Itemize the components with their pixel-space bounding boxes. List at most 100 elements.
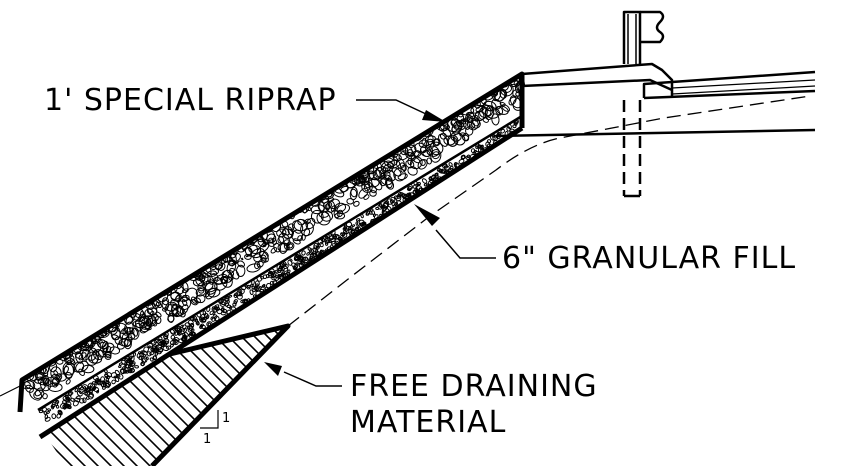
stone xyxy=(423,183,428,187)
stone xyxy=(327,198,341,209)
stone xyxy=(457,121,463,130)
stone xyxy=(246,263,261,273)
slope-triangle-symbol: 1 1 xyxy=(200,410,230,447)
stone xyxy=(255,287,260,292)
stone xyxy=(395,158,405,169)
stone xyxy=(421,137,427,145)
stone xyxy=(139,321,151,333)
stone xyxy=(270,247,278,254)
stone xyxy=(104,382,111,389)
stone xyxy=(406,149,414,158)
stone xyxy=(110,326,121,341)
stone xyxy=(479,144,484,151)
stone xyxy=(64,371,73,380)
stone xyxy=(398,150,410,161)
stone xyxy=(79,398,85,404)
stone xyxy=(309,248,315,254)
stone xyxy=(273,275,280,281)
stone xyxy=(65,379,71,385)
stone xyxy=(77,388,81,392)
roadway-section xyxy=(495,62,816,138)
stone xyxy=(104,351,112,359)
hatch-line xyxy=(46,329,64,466)
stone xyxy=(427,134,434,146)
stone xyxy=(161,299,170,310)
stone xyxy=(214,273,229,285)
slope-ratio-label: 1.5:1 xyxy=(221,228,274,272)
hatch-line xyxy=(0,330,11,466)
stone xyxy=(315,252,320,256)
stone xyxy=(82,390,89,396)
stone xyxy=(453,162,458,166)
stone xyxy=(143,315,154,326)
stone xyxy=(181,332,186,336)
stone xyxy=(500,128,506,134)
stone xyxy=(363,183,370,192)
stone xyxy=(342,227,347,231)
stone xyxy=(338,238,342,242)
stone xyxy=(438,168,443,173)
stone xyxy=(57,409,63,416)
stone xyxy=(350,188,358,198)
stone xyxy=(366,170,375,180)
stone xyxy=(292,266,298,270)
stone xyxy=(199,324,203,329)
stone xyxy=(105,382,110,387)
stone xyxy=(462,119,471,130)
stone xyxy=(279,266,283,270)
stone xyxy=(119,327,131,340)
stone xyxy=(280,271,286,277)
stone xyxy=(74,351,84,364)
stone xyxy=(346,198,354,205)
stone xyxy=(496,105,509,115)
stone xyxy=(169,343,174,348)
stone xyxy=(336,203,351,215)
stone xyxy=(406,187,412,192)
stone xyxy=(100,381,106,388)
stone xyxy=(46,410,50,415)
stone xyxy=(55,405,60,409)
stone xyxy=(276,228,287,238)
stone xyxy=(190,296,198,304)
stone xyxy=(460,118,467,125)
riprap-label: 1' SPECIAL RIPRAP xyxy=(44,83,337,118)
stone xyxy=(50,373,61,385)
stone xyxy=(78,368,85,376)
stone xyxy=(94,377,100,384)
stone xyxy=(375,206,380,211)
stone xyxy=(54,401,59,406)
stone xyxy=(407,166,418,176)
stone xyxy=(374,214,379,220)
stone xyxy=(435,172,439,177)
stone xyxy=(213,307,218,313)
granular-fill-callout: 6" GRANULAR FILL xyxy=(414,204,795,276)
stone xyxy=(104,373,109,379)
stone xyxy=(471,119,481,129)
stone xyxy=(128,369,132,373)
stone xyxy=(206,314,210,319)
stone xyxy=(138,355,143,360)
stone xyxy=(73,361,85,373)
stone xyxy=(481,104,492,117)
stone xyxy=(116,373,121,378)
stone xyxy=(502,142,507,147)
stone xyxy=(449,165,454,171)
stone xyxy=(163,342,168,347)
stone xyxy=(293,255,300,262)
stone xyxy=(81,364,95,374)
stone xyxy=(208,279,215,285)
stone xyxy=(262,240,267,248)
stone xyxy=(375,166,387,178)
stone xyxy=(118,365,122,369)
stone xyxy=(174,331,180,336)
stone xyxy=(277,267,283,272)
stone xyxy=(393,195,399,200)
stone xyxy=(412,184,418,189)
stone xyxy=(92,387,96,392)
stone xyxy=(438,133,449,147)
stone xyxy=(512,124,517,129)
stone xyxy=(140,361,146,367)
stone xyxy=(433,138,440,146)
stone xyxy=(188,332,193,336)
